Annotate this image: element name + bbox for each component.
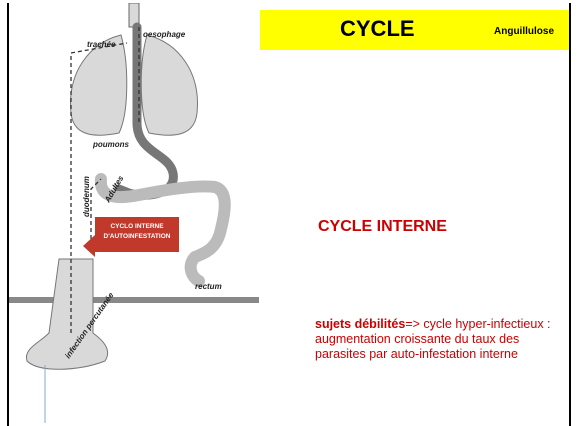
trachea-label: trachée	[87, 40, 116, 49]
slide-border-right	[569, 3, 571, 426]
duodenum-label: duodenum	[82, 176, 91, 217]
rectum-label: rectum	[195, 282, 222, 291]
slide-subtitle: Anguillulose	[494, 26, 554, 37]
cycle-heading: CYCLE INTERNE	[318, 218, 447, 236]
title-bar: CYCLE Anguillulose	[260, 10, 569, 50]
ground-line	[9, 297, 259, 303]
description-text: sujets débilités=> cycle hyper-infectieu…	[315, 317, 565, 362]
slide-title: CYCLE	[340, 16, 415, 42]
banner-line2: D'AUTOINFESTATION	[104, 233, 171, 240]
description-bold: sujets débilités	[315, 317, 405, 331]
banner-line1: CYCLO INTERNE	[110, 223, 164, 230]
esophagus-label: oesophage	[143, 30, 186, 39]
right-lung	[141, 35, 197, 135]
parasite-cycle-diagram: CYCLO INTERNE D'AUTOINFESTATION trachée …	[9, 3, 259, 423]
autoinfestation-banner	[95, 217, 179, 245]
lungs-label: poumons	[92, 140, 130, 149]
left-lung	[71, 35, 127, 135]
